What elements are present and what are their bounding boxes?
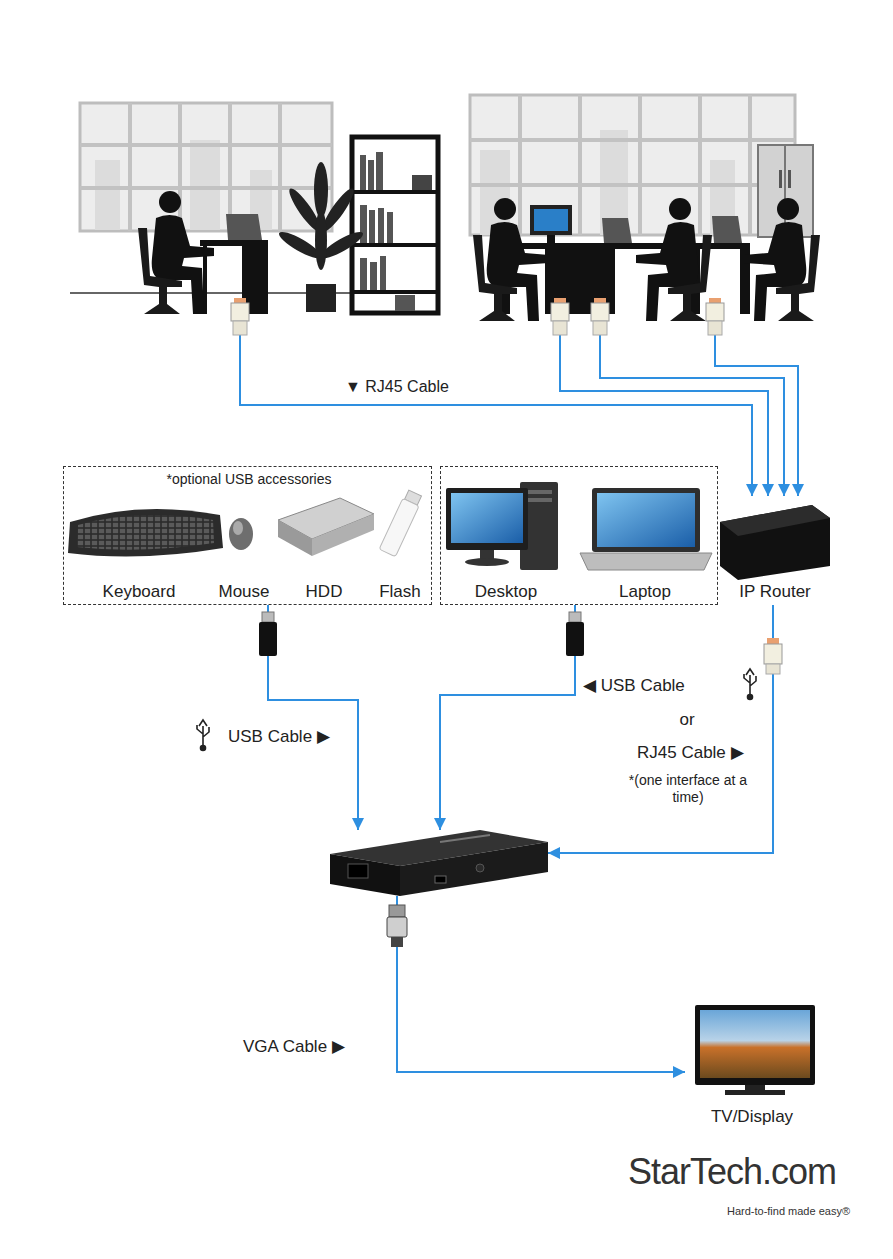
- cable-connector: [268, 605, 358, 830]
- cable-label: USB Cable ▶: [228, 727, 330, 747]
- person-silhouette: [138, 191, 214, 314]
- mouse-picture: [229, 518, 253, 550]
- cable-label: RJ45 Cable ▶: [637, 743, 744, 763]
- usb-plug: [566, 612, 584, 656]
- office-window: [470, 95, 795, 235]
- person-silhouette: [744, 198, 820, 321]
- cable-connector: [440, 605, 575, 830]
- keyboard-picture: [68, 509, 223, 557]
- brand-tagline: Hard-to-find made easy®: [727, 1205, 850, 1218]
- device-label: Flash: [379, 582, 421, 602]
- cable-connector: [548, 605, 773, 853]
- tv-picture: [695, 1005, 815, 1095]
- device-label: IP Router: [739, 582, 811, 602]
- rj45-plug: [764, 638, 782, 674]
- note-label: *(one interface at a time): [621, 772, 756, 806]
- laptop-picture: [580, 488, 712, 570]
- hdd-picture: [278, 498, 374, 556]
- rj45-plug: [231, 298, 724, 335]
- display-node: TV/Display: [685, 1000, 835, 1130]
- bookshelf: [352, 137, 438, 313]
- adapter-shape: [330, 830, 548, 896]
- adapter-box: [330, 830, 548, 896]
- dashed-group-box: Desktop Laptop: [440, 466, 718, 605]
- desk: [200, 214, 268, 314]
- note-label: or: [679, 710, 694, 730]
- usb-icon: [197, 720, 209, 751]
- device-label: Laptop: [619, 582, 671, 602]
- person-silhouette: [473, 198, 549, 321]
- router-node: IP Router: [718, 498, 832, 605]
- router-picture: [720, 505, 830, 580]
- desktop-picture: [446, 482, 558, 570]
- flash-drive-picture: [379, 489, 423, 556]
- dashed-group-box: *optional USB accessoriesKeyboard Mouse HD…: [63, 466, 432, 605]
- device-label: Keyboard: [103, 582, 176, 602]
- device-label: HDD: [306, 582, 343, 602]
- vga-plug: [387, 905, 407, 947]
- usb-plug: [259, 612, 277, 656]
- person-silhouette: [636, 198, 712, 321]
- device-label: Desktop: [475, 582, 537, 602]
- usb-icon: [744, 669, 756, 700]
- device-label: TV/Display: [711, 1107, 793, 1127]
- office-window: [80, 103, 332, 231]
- cable-connector: [397, 896, 685, 1072]
- plant: [276, 162, 366, 312]
- cable-label: VGA Cable ▶: [243, 1037, 345, 1057]
- group-heading: *optional USB accessories: [167, 471, 332, 487]
- note-label: ▼ RJ45 Cable: [345, 377, 449, 396]
- cable-label: ◀ USB Cable: [583, 676, 685, 696]
- device-label: Mouse: [218, 582, 269, 602]
- brand-logo: StarTech.com: [628, 1150, 836, 1193]
